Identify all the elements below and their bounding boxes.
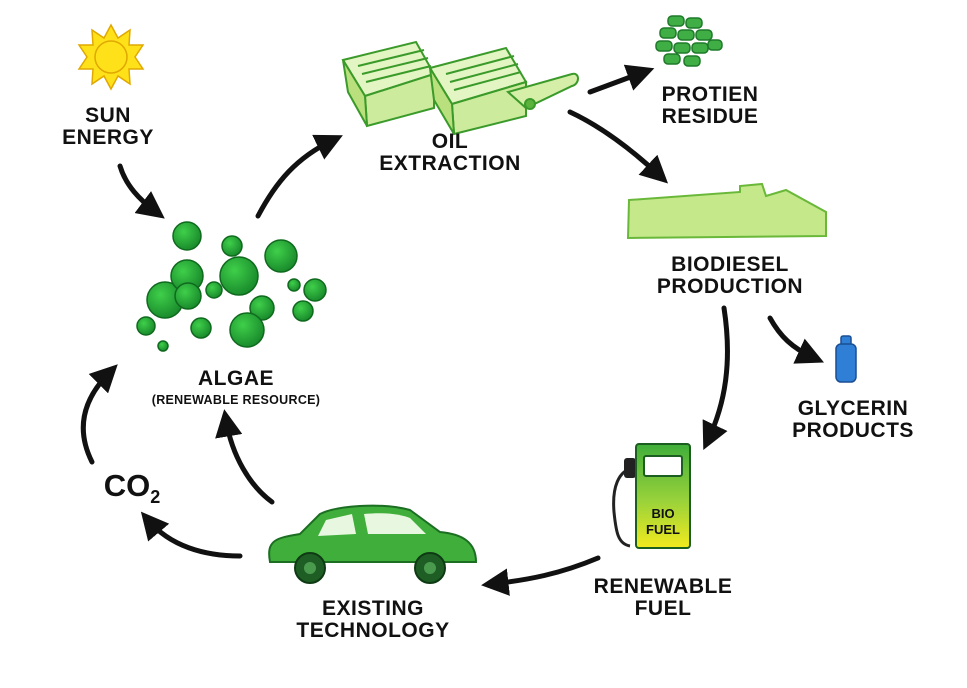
algae-cells-icon xyxy=(136,221,327,352)
label-biodiesel-line2: PRODUCTION xyxy=(656,275,804,299)
label-co2-subscript: 2 xyxy=(150,487,161,508)
pump-label-line2: FUEL xyxy=(646,522,680,537)
label-biodiesel-line1: BIODIESEL xyxy=(671,253,789,276)
label-fuel-line1: RENEWABLE xyxy=(593,575,733,598)
biodiesel-factory-icon xyxy=(626,182,827,240)
arrow-tech-to-co2 xyxy=(140,511,243,559)
car-icon xyxy=(268,504,478,584)
label-sun-line2: ENERGY xyxy=(62,126,154,150)
label-protein-residue: PROTIEN RESIDUE xyxy=(650,83,770,129)
label-biodiesel-production: BIODIESEL PRODUCTION xyxy=(640,253,820,299)
label-protein-line2: RESIDUE xyxy=(661,105,759,129)
sun-icon xyxy=(77,23,145,91)
label-sun-line1: SUN xyxy=(85,104,131,127)
arrow-fuel-to-tech xyxy=(481,555,601,596)
label-sun-energy: SUN ENERGY xyxy=(58,104,158,150)
arrow-biodiesel-to-glycerin xyxy=(767,315,825,364)
label-co2: CO2 xyxy=(92,468,172,508)
label-algae-subtitle: (RENEWABLE RESOURCE) xyxy=(151,393,321,407)
label-oil-line1: OIL xyxy=(431,130,469,153)
pump-label-line1: BIO xyxy=(651,506,674,521)
cycle-arrows xyxy=(80,64,825,596)
arrow-sun-to-algae xyxy=(117,163,165,219)
label-glycerin-products: GLYCERIN PRODUCTS xyxy=(778,397,928,443)
label-glycerin-line2: PRODUCTS xyxy=(792,419,914,443)
label-oil-extraction: OIL EXTRACTION xyxy=(360,130,540,176)
arrow-oil-to-biodiesel xyxy=(567,109,669,184)
arrow-biodiesel-to-fuel xyxy=(702,305,730,450)
arrow-oil-to-protein xyxy=(587,64,655,95)
arrow-tech-to-algae xyxy=(215,409,275,505)
label-renewable-fuel: RENEWABLE FUEL xyxy=(588,575,738,621)
arrow-algae-to-oil xyxy=(255,134,343,219)
label-co2-main: CO xyxy=(103,468,151,503)
label-protein-line1: PROTIEN xyxy=(661,83,759,106)
oil-extraction-tanks-icon xyxy=(341,40,579,136)
label-oil-line2: EXTRACTION xyxy=(379,152,521,176)
arrow-co2-to-algae xyxy=(80,364,118,465)
label-fuel-line2: FUEL xyxy=(634,597,692,621)
label-tech-line2: TECHNOLOGY xyxy=(296,619,450,643)
label-existing-technology: EXISTING TECHNOLOGY xyxy=(278,597,468,643)
protein-residue-pile-icon xyxy=(655,15,723,67)
fuel-pump-icon: BIO FUEL xyxy=(612,443,691,549)
label-tech-line1: EXISTING xyxy=(321,597,425,620)
glycerin-bottle-icon xyxy=(835,335,857,383)
label-algae: ALGAE xyxy=(198,367,274,390)
label-glycerin-line1: GLYCERIN xyxy=(797,397,909,420)
